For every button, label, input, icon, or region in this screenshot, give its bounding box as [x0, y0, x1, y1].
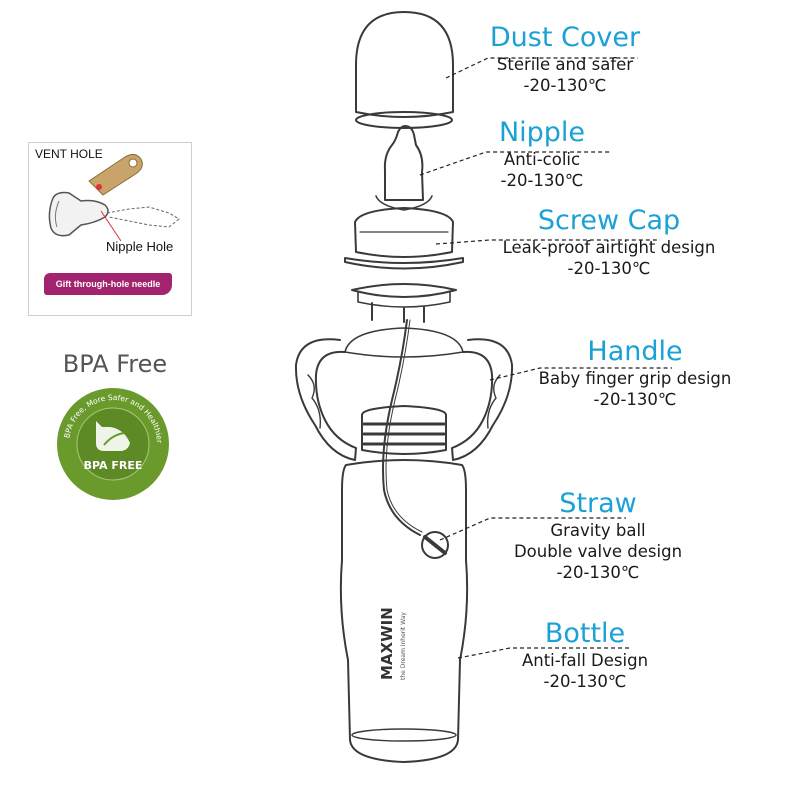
handle-temp: -20-130℃ — [593, 390, 677, 409]
nipple-temp: -20-130℃ — [500, 171, 584, 190]
screw-cap-temp: -20-130℃ — [567, 259, 651, 278]
handle-desc: Baby finger grip design — [538, 369, 732, 388]
bottle-body-part — [339, 459, 469, 763]
leader-handle — [489, 367, 672, 381]
dust-cover-part — [355, 11, 454, 118]
nipple-outline-icon — [48, 191, 109, 237]
bpa-free-badge-icon: BPA Free, More Safer and Healthier BPA F… — [57, 388, 169, 500]
dust-cover-temp: -20-130℃ — [523, 76, 607, 95]
valve-ring-part — [351, 283, 457, 298]
nipple-desc: Anti-colic — [503, 150, 581, 169]
bottle-desc: Anti-fall Design — [521, 651, 649, 670]
straw-label: Straw Gravity ball Double valve design -… — [498, 488, 698, 583]
leader-dust-cover — [445, 57, 638, 79]
handle-right — [451, 338, 514, 461]
handle-left — [294, 338, 357, 461]
vent-hole-inset: VENT HOLE Nipple Hole Gift through-hole … — [28, 142, 192, 316]
leader-bottle — [457, 647, 630, 659]
screw-cap-title: Screw Cap — [537, 205, 681, 236]
screw-cap-label: Screw Cap Leak-proof airtight design -20… — [484, 205, 734, 279]
bottle-neck — [361, 405, 447, 455]
bpa-badge-text: BPA FREE — [84, 459, 143, 472]
vent-hole-label: VENT HOLE — [35, 147, 103, 161]
bottle-tagline-text: the Dream inherit Way — [400, 612, 407, 680]
bottle-temp: -20-130℃ — [543, 672, 627, 691]
screw-cap-part — [354, 207, 454, 258]
straw-desc-1: Gravity ball — [550, 521, 646, 540]
bottle-label: Bottle Anti-fall Design -20-130℃ — [500, 618, 670, 692]
bottle-brand-text: MAXWIN — [378, 607, 396, 680]
dust-cover-label: Dust Cover Sterile and safer -20-130℃ — [470, 22, 660, 96]
straw-title: Straw — [559, 488, 637, 519]
bottle-title: Bottle — [544, 618, 626, 649]
nipple-label: Nipple Anti-colic -20-130℃ — [462, 117, 622, 191]
bpa-free-title: BPA Free — [62, 350, 168, 378]
straw-temp: -20-130℃ — [556, 563, 640, 582]
dust-cover-rim — [355, 111, 453, 129]
needle-banner: Gift through-hole needle — [44, 273, 172, 295]
nipple-part — [383, 125, 424, 201]
gravity-ball — [421, 531, 449, 559]
straw-part — [382, 319, 421, 536]
leader-nipple — [419, 151, 612, 176]
vent-needle-illustration — [48, 153, 180, 242]
handle-label: Handle Baby finger grip design -20-130℃ — [530, 336, 740, 410]
straw-desc-2: Double valve design — [513, 542, 683, 561]
dust-cover-title: Dust Cover — [489, 22, 641, 53]
dust-cover-desc: Sterile and safer — [496, 55, 634, 74]
nipple-title: Nipple — [498, 117, 586, 148]
nipple-hole-label: Nipple Hole — [106, 239, 174, 254]
handle-title: Handle — [587, 336, 683, 367]
screw-cap-desc: Leak-proof airtight design — [502, 238, 716, 257]
